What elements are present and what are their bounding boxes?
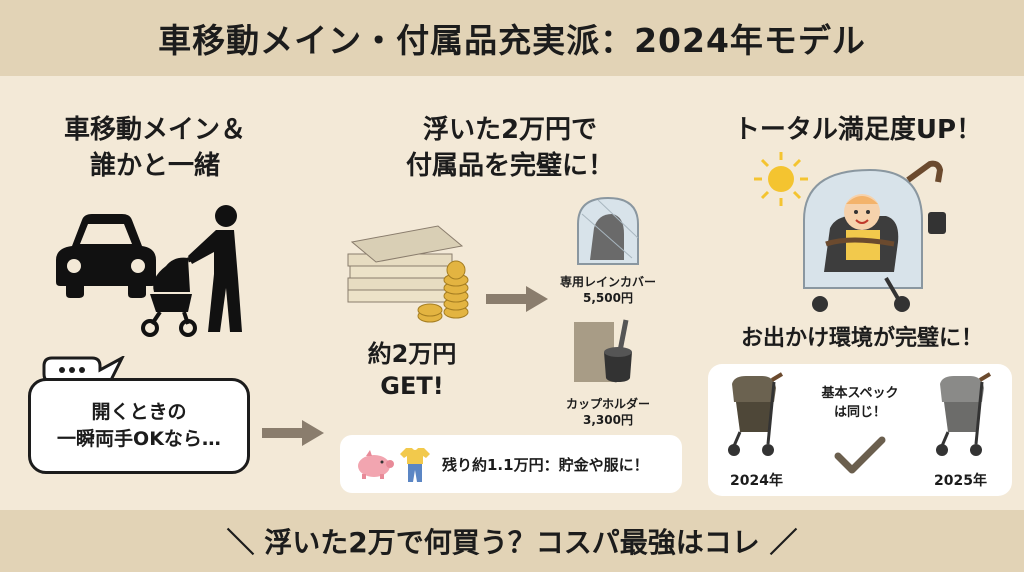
cup-holder-icon bbox=[574, 319, 632, 383]
money-line1: 約2万円 bbox=[367, 340, 457, 368]
year-2024-label: 2024年 bbox=[730, 473, 783, 489]
arrow-right-icon bbox=[486, 286, 548, 312]
bubble-line2: 一瞬両手OKなら… bbox=[57, 428, 221, 450]
piggy-bank-icon bbox=[358, 450, 394, 479]
rain-cover-icon bbox=[577, 196, 639, 265]
page-title: 車移動メイン・付属品充実派：2024年モデル bbox=[158, 21, 866, 60]
spec-line2: は同じ！ bbox=[833, 405, 886, 420]
cup-holder-label: カップホルダー 3,300円 bbox=[540, 396, 676, 428]
left-title-line1: 車移動メイン＆ bbox=[63, 115, 246, 145]
middle-title-line1: 浮いた2万円で bbox=[422, 115, 598, 145]
compare-box: 基本スペック は同じ！ 2024年 2025年 bbox=[708, 364, 1012, 496]
footer-text: ＼ 浮いた2万で何買う？コスパ最強はコレ ／ bbox=[226, 526, 798, 559]
left-title-line2: 誰かと一緒 bbox=[89, 151, 220, 181]
person-pushing-stroller-icon bbox=[141, 205, 242, 337]
right-title: トータル満足度UP！ bbox=[733, 115, 983, 145]
car-icon bbox=[56, 214, 156, 298]
env-text: お出かけ環境が完璧に！ bbox=[740, 326, 983, 351]
spec-text: 基本スペック は同じ！ bbox=[798, 384, 922, 422]
cup-holder-price: 3,300円 bbox=[583, 413, 633, 427]
stroller-2024-icon bbox=[728, 372, 784, 456]
arrow-right-icon bbox=[262, 420, 324, 446]
speech-bubble: 開くときの 一瞬両手OKなら… bbox=[28, 378, 250, 474]
clothes-icon bbox=[400, 448, 430, 482]
sun-icon bbox=[754, 152, 808, 206]
header-band: 車移動メイン・付属品充実派：2024年モデル bbox=[0, 0, 1024, 76]
checkmark-icon bbox=[834, 436, 886, 474]
stroller-with-baby-icon bbox=[803, 160, 946, 312]
footer-band: ＼ 浮いた2万で何買う？コスパ最強はコレ ／ bbox=[0, 510, 1024, 572]
money-text: 約2万円 GET! bbox=[342, 338, 482, 402]
middle-title-line2: 付属品を完璧に！ bbox=[405, 151, 614, 181]
money-line2: GET! bbox=[380, 372, 444, 400]
middle-title: 浮いた2万円で 付属品を完璧に！ bbox=[360, 112, 660, 184]
rain-cover-price: 5,500円 bbox=[583, 291, 633, 305]
cup-holder-name: カップホルダー bbox=[565, 397, 650, 411]
rain-cover-name: 専用レインカバー bbox=[559, 275, 656, 289]
money-stack-icon bbox=[347, 225, 469, 323]
rain-cover-label: 専用レインカバー 5,500円 bbox=[540, 274, 676, 306]
year-2025-label: 2025年 bbox=[934, 473, 987, 489]
stroller-2025-icon bbox=[936, 372, 992, 456]
remain-text: 残り約1.1万円：貯金や服に！ bbox=[442, 455, 649, 474]
remain-box: 残り約1.1万円：貯金や服に！ bbox=[340, 435, 682, 493]
spec-line1: 基本スペック bbox=[821, 386, 899, 401]
left-title: 車移動メイン＆ 誰かと一緒 bbox=[30, 112, 280, 184]
bubble-line1: 開くときの bbox=[91, 401, 187, 423]
